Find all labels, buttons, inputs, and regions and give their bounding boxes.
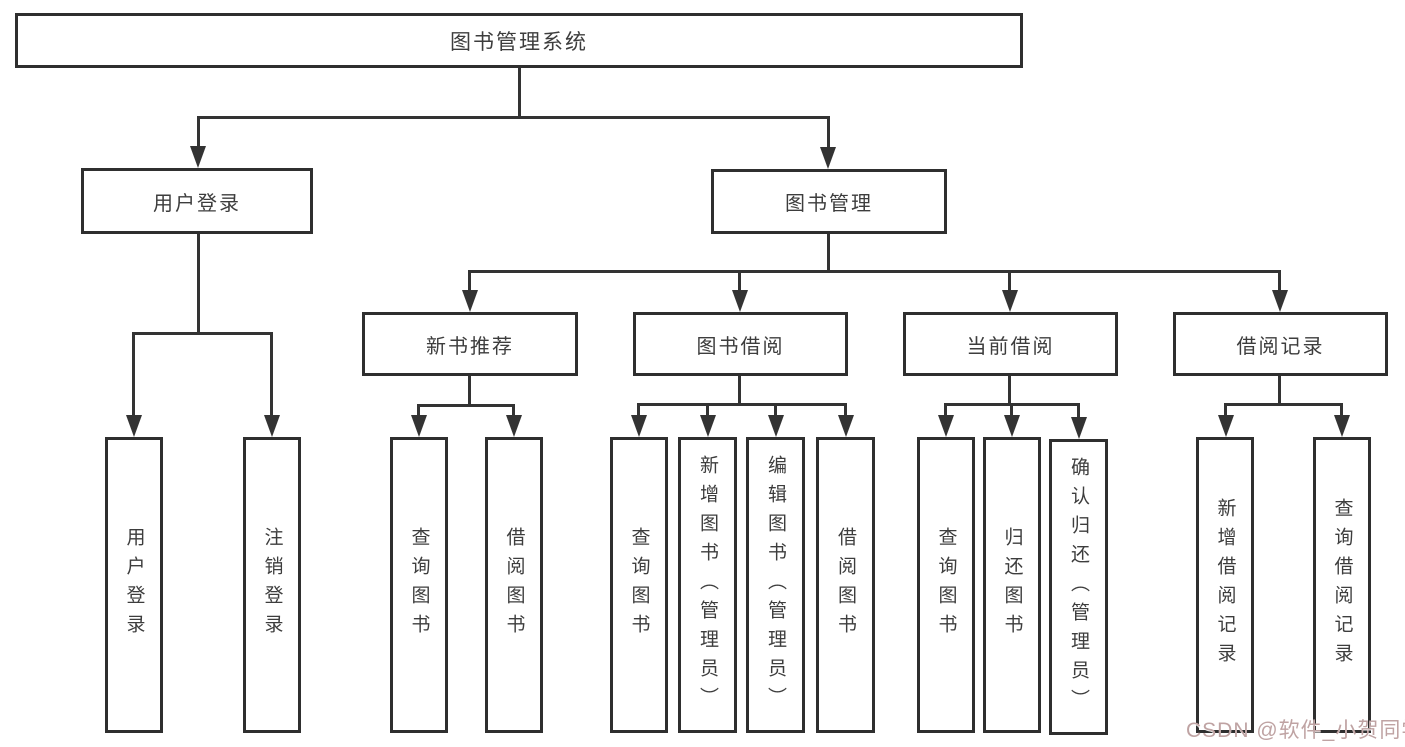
leaf-user-login: 用户登录 [105, 437, 163, 733]
connector-line [1224, 403, 1343, 406]
connector-line [637, 403, 640, 417]
connector-line [468, 270, 1281, 273]
connector-line [417, 404, 420, 417]
node-label: 查询图书 [628, 527, 650, 643]
connector-line [706, 403, 709, 417]
node-label: 借阅记录 [1236, 335, 1325, 358]
connector-line [738, 376, 741, 405]
node-label: 用户登录 [123, 527, 145, 643]
arrowhead-down-icon [1004, 415, 1020, 437]
connector-line [197, 116, 200, 150]
arrowhead-down-icon [768, 415, 784, 437]
node-label: 新增借阅记录 [1214, 498, 1236, 672]
node-library-system: 图书管理系统 [15, 13, 1023, 68]
connector-line [1008, 270, 1011, 292]
connector-line [1278, 270, 1281, 292]
connector-line [944, 403, 947, 417]
node-label: 图书管理系统 [450, 30, 588, 54]
connector-line [197, 116, 830, 119]
node-label: 查询借阅记录 [1331, 498, 1353, 672]
node-label: 编辑图书（管理员） [765, 454, 786, 716]
arrowhead-down-icon [462, 290, 478, 312]
arrowhead-down-icon [938, 415, 954, 437]
connector-line [518, 68, 521, 119]
arrowhead-down-icon [838, 415, 854, 437]
leaf-add-books-admin: 新增图书（管理员） [678, 437, 737, 733]
arrowhead-down-icon [506, 415, 522, 437]
node-current-borrowing: 当前借阅 [903, 312, 1118, 376]
arrowhead-down-icon [631, 415, 647, 437]
arrowhead-down-icon [411, 415, 427, 437]
node-book-borrowing: 图书借阅 [633, 312, 848, 376]
leaf-query-books-bb: 查询图书 [610, 437, 668, 733]
leaf-query-books-cb: 查询图书 [917, 437, 975, 733]
connector-line [637, 403, 847, 406]
leaf-logout: 注销登录 [243, 437, 301, 733]
connector-line [1224, 403, 1227, 417]
node-label: 查询图书 [935, 527, 957, 643]
node-label: 借阅图书 [503, 527, 525, 643]
leaf-edit-books-admin: 编辑图书（管理员） [746, 437, 805, 733]
connector-line [827, 234, 830, 273]
connector-line [270, 332, 273, 417]
arrowhead-down-icon [1002, 290, 1018, 312]
arrowhead-down-icon [700, 415, 716, 437]
connector-line [1008, 376, 1011, 405]
node-label: 用户登录 [153, 192, 241, 215]
arrowhead-down-icon [1334, 415, 1350, 437]
arrowhead-down-icon [1071, 417, 1087, 439]
connector-line [738, 270, 741, 292]
connector-line [1010, 403, 1013, 417]
leaf-borrow-books-bb: 借阅图书 [816, 437, 875, 733]
arrowhead-down-icon [732, 290, 748, 312]
node-label: 图书借阅 [696, 335, 785, 358]
leaf-query-borrow-record: 查询借阅记录 [1313, 437, 1371, 733]
leaf-confirm-return-admin: 确认归还（管理员） [1049, 439, 1108, 735]
arrowhead-down-icon [1218, 415, 1234, 437]
node-label: 查询图书 [408, 527, 430, 643]
node-new-book-recommend: 新书推荐 [362, 312, 578, 376]
connector-line [512, 404, 515, 417]
connector-line [468, 376, 471, 406]
connector-line [1340, 403, 1343, 417]
arrowhead-down-icon [1272, 290, 1288, 312]
leaf-add-borrow-record: 新增借阅记录 [1196, 437, 1254, 733]
node-label: 新增图书（管理员） [697, 454, 718, 716]
connector-line [132, 332, 273, 335]
leaf-borrow-books-nbr: 借阅图书 [485, 437, 543, 733]
connector-line [1077, 403, 1080, 419]
leaf-return-books: 归还图书 [983, 437, 1041, 733]
node-label: 当前借阅 [966, 335, 1055, 358]
node-label: 图书管理 [785, 193, 873, 215]
node-label: 新书推荐 [426, 335, 514, 358]
node-borrowing-records: 借阅记录 [1173, 312, 1388, 376]
node-label: 确认归还（管理员） [1068, 456, 1089, 718]
csdn-watermark: CSDN @软件_小贺同学 [1186, 719, 1405, 742]
node-label: 归还图书 [1001, 527, 1023, 643]
connector-line [1278, 376, 1281, 405]
connector-line [774, 403, 777, 417]
node-book-management: 图书管理 [711, 169, 947, 234]
connector-line [132, 332, 135, 417]
node-label: 借阅图书 [835, 527, 856, 643]
connector-line [468, 270, 471, 292]
connector-line [197, 234, 200, 334]
leaf-query-books-nbr: 查询图书 [390, 437, 448, 733]
arrowhead-down-icon [264, 415, 280, 437]
arrowhead-down-icon [190, 146, 206, 168]
node-label: 注销登录 [261, 527, 283, 643]
connector-line [844, 403, 847, 417]
arrowhead-down-icon [126, 415, 142, 437]
node-user-login: 用户登录 [81, 168, 313, 234]
connector-line [827, 116, 830, 150]
arrowhead-down-icon [820, 147, 836, 169]
connector-line [417, 404, 515, 407]
